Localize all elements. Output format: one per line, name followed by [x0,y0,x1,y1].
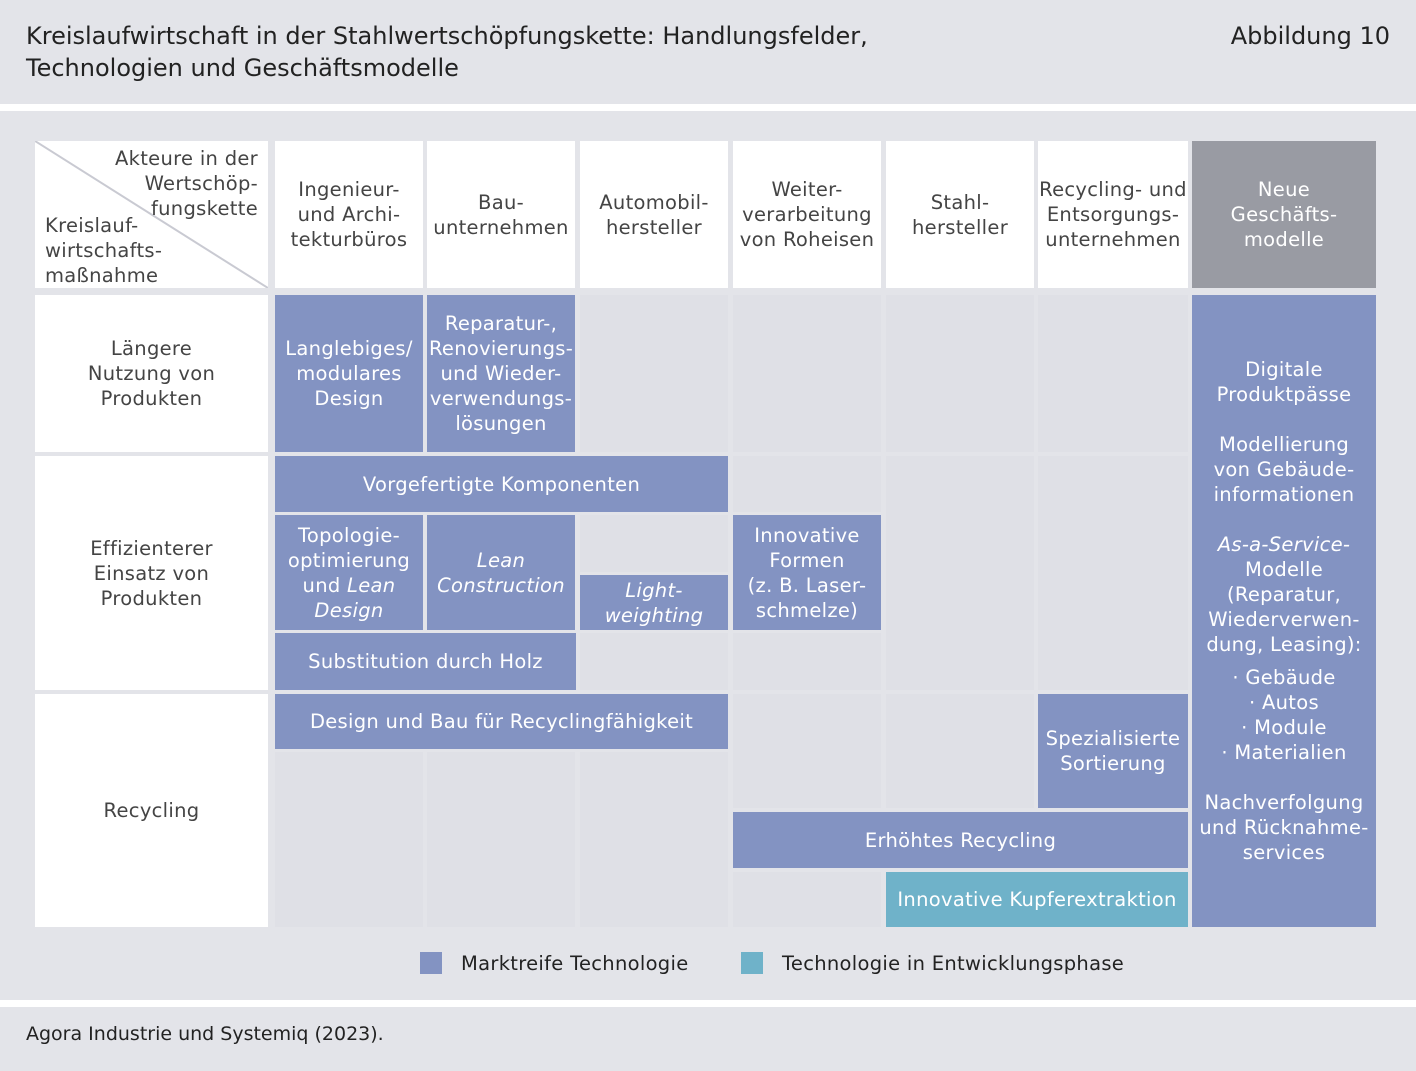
empty-cell [733,456,881,512]
new-business-models-column: Digitale Produktpässe Modellierung von G… [1192,295,1376,927]
block-label-part: Topologie- optimierung und [287,523,411,597]
legend-swatch-market-ready [420,952,442,974]
column-header-new-business-models: Neue Geschäfts- modelle [1192,141,1376,288]
block-label: Spezialisierte Sortierung [1045,727,1181,775]
block-label: Substitution durch Holz [308,650,543,673]
tracking-takeback-services: Nachverfolgung und Rücknahme- services [1199,791,1369,864]
as-a-service-models: As-a-Service- Modelle (Reparatur, Wieder… [1206,532,1361,657]
empty-cell [580,295,728,452]
block-label: Innovative Formen (z. B. Laser- schmelze… [747,523,867,622]
empty-cell [733,872,881,927]
block-label-italic: Lean Design [314,573,396,622]
row-header-recycling: Recycling [35,694,268,927]
block-prefabricated-components: Vorgefertigte Komponenten [275,456,728,512]
block-wood-substitution: Substitution durch Holz [275,633,576,690]
column-header-label: Stahl- hersteller [911,190,1009,239]
column-header-iron-processing: Weiter- verarbeitung von Roheisen [733,141,881,288]
column-header-engineering: Ingenieur- und Archi- tekturbüros [275,141,423,288]
block-design-for-recyclability: Design und Bau für Recyclingfähigkeit [275,694,728,749]
empty-cell [733,694,881,808]
footer-band [0,1007,1416,1071]
source-note: Agora Industrie und Systemiq (2023). [26,1023,384,1045]
diagonal-divider [35,141,268,288]
measures-label: Kreislauf- wirtschafts- maßnahme [45,214,163,287]
empty-cell [275,752,423,927]
column-header-label: Recycling- und Entsorgungs- unternehmen [1039,178,1187,251]
actors-label: Akteure in der Wertschöp- fungskette [115,147,258,220]
title-line-1: Kreislaufwirtschaft in der Stahlwertschö… [26,22,868,50]
row-header-efficient-use: Effizienterer Einsatz von Produkten [35,456,268,690]
empty-cell [580,515,728,572]
empty-cell [580,752,728,927]
column-header-label: Bau- unternehmen [433,190,569,239]
column-header-label: Neue Geschäfts- modelle [1230,178,1338,251]
block-specialized-sorting: Spezialisierte Sortierung [1038,694,1188,808]
legend-label-market-ready: Marktreife Technologie [461,952,689,975]
digital-product-passports: Digitale Produktpässe [1216,358,1352,406]
legend-swatch-in-development [741,952,763,974]
row-header-label: Effizienterer Einsatz von Produkten [90,536,213,610]
column-header-label: Weiter- verarbeitung von Roheisen [739,178,875,251]
block-label: Topologie- optimierung und Lean Design [288,523,410,623]
column-header-recycling-companies: Recycling- und Entsorgungs- unternehmen [1038,141,1188,288]
block-durable-modular-design: Langlebiges/ modulares Design [275,295,423,452]
block-innovative-forms: Innovative Formen (z. B. Laser- schmelze… [733,515,881,630]
empty-cell [1038,295,1188,452]
block-lean-construction: Lean Construction [427,515,575,630]
figure-number: Abbildung 10 [1230,22,1390,50]
title-line-2: Technologien und Geschäftsmodelle [26,54,459,82]
building-information-modelling: Modellierung von Gebäude- informationen [1213,433,1355,506]
block-label: Vorgefertigte Komponenten [362,472,641,496]
block-copper-extraction: Innovative Kupferextraktion [886,872,1188,927]
empty-cell [733,295,881,452]
header-band [0,0,1416,104]
column-header-label: Automobil- hersteller [599,190,709,239]
as-a-service-italic: As-a-Service- [1217,533,1351,556]
block-label: Innovative Kupferextraktion [897,888,1177,911]
column-header-construction: Bau- unternehmen [427,141,575,288]
column-header-steelmakers: Stahl- hersteller [886,141,1034,288]
column-header-automotive: Automobil- hersteller [580,141,728,288]
block-label: Light- weighting [604,578,704,627]
block-label: Lean Construction [437,548,565,597]
block-label: Erhöhtes Recycling [864,828,1057,852]
as-a-service-list: · Gebäude · Autos · Module · Materialien [1221,666,1347,764]
row-header-label: Längere Nutzung von Produkten [87,337,216,410]
row-header-longer-use: Längere Nutzung von Produkten [35,295,268,452]
row-header-label: Recycling [103,799,200,822]
block-label: Langlebiges/ modulares Design [285,337,413,410]
figure-title: Kreislaufwirtschaft in der Stahlwertschö… [26,20,1076,84]
empty-cell [1038,456,1188,690]
empty-cell [580,633,728,690]
as-a-service-rest: Modelle (Reparatur, Wiederverwen- dung, … [1206,558,1362,656]
block-increased-recycling: Erhöhtes Recycling [733,812,1188,868]
empty-cell [886,295,1034,452]
block-lightweighting: Light- weighting [580,575,728,630]
legend-label-in-development: Technologie in Entwicklungsphase [782,952,1125,975]
block-repair-reuse-solutions: Reparatur-, Renovierungs- und Wieder- ve… [427,295,575,452]
empty-cell [733,633,881,690]
block-label: Design und Bau für Recyclingfähigkeit [309,710,694,733]
corner-header: Akteure in der Wertschöp- fungskette Kre… [35,141,268,288]
block-label: Reparatur-, Renovierungs- und Wieder- ve… [428,312,574,435]
empty-cell [886,694,1034,808]
column-header-label: Ingenieur- und Archi- tekturbüros [290,178,408,251]
empty-cell [427,752,575,927]
empty-cell [886,456,1034,690]
block-topology-optimization: Topologie- optimierung und Lean Design [275,515,423,630]
